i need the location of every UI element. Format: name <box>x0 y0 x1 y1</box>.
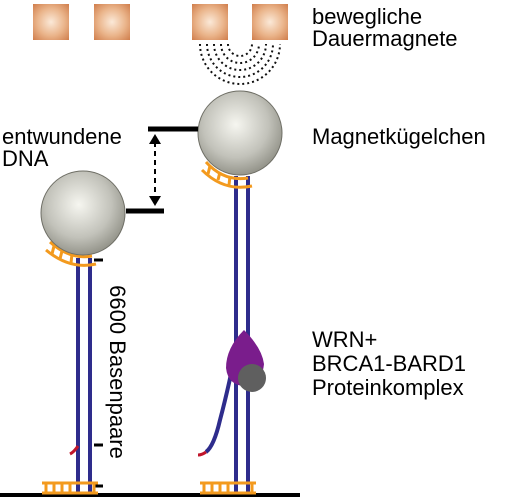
left-red-strand-end <box>69 445 80 456</box>
complex-label-line3: Proteinkomplex <box>312 375 464 400</box>
complex-label-line2: BRCA1-BARD1 <box>312 351 467 376</box>
left-surface-anchor <box>42 481 98 495</box>
left-bead-anchor <box>45 240 97 267</box>
magnets-label-line2: Dauermagnete <box>312 26 458 51</box>
height-difference-marker <box>126 126 198 214</box>
bead-label: Magnetkügelchen <box>312 124 486 149</box>
magnet-4 <box>252 4 288 40</box>
protein-complex <box>226 330 266 392</box>
left-dna-tether <box>69 258 92 494</box>
unwound-dna-label-line1: entwundene <box>2 124 122 149</box>
complex-label-line1: WRN+ <box>312 327 378 352</box>
left-magnetic-bead <box>40 170 126 256</box>
magnet-3 <box>192 4 228 40</box>
magnet-1 <box>33 4 69 40</box>
permanent-magnets <box>33 4 288 40</box>
unwound-dna-label-line2: DNA <box>2 146 49 171</box>
basepair-bracket <box>94 258 103 488</box>
right-red-strand-end <box>197 450 207 457</box>
right-magnetic-bead <box>197 90 283 176</box>
magnet-2 <box>94 4 130 40</box>
basepairs-label: 6600 Basenpaare <box>105 285 130 459</box>
right-surface-anchor <box>200 481 256 495</box>
right-bead-anchor <box>200 160 253 189</box>
magnets-label-line1: bewegliche <box>312 4 423 29</box>
protein-gray-subunit <box>238 364 266 392</box>
magnetic-field-lines <box>199 43 281 85</box>
